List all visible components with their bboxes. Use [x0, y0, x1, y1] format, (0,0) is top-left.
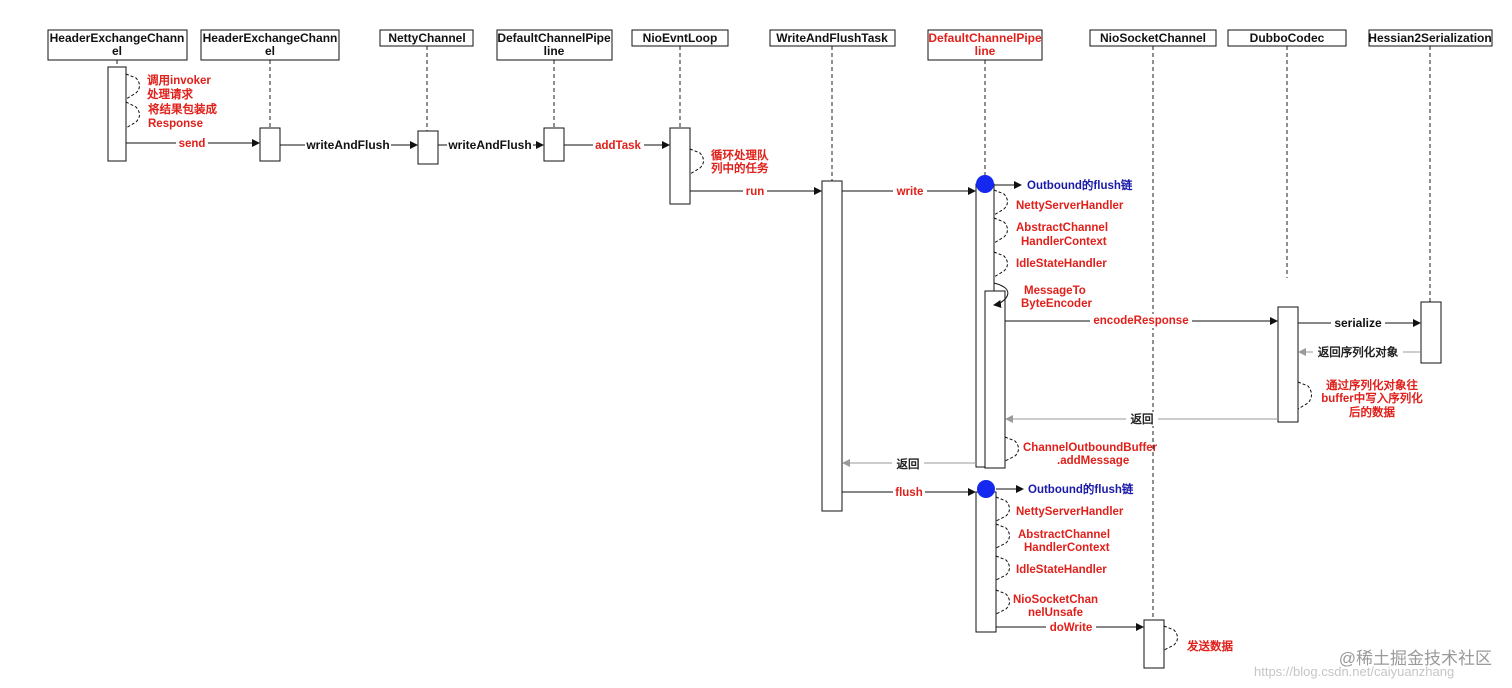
participant-label: el	[265, 44, 275, 58]
participant-headers: HeaderExchangeChann el HeaderExchangeCha…	[47, 29, 1493, 61]
lifelines	[116, 46, 1431, 620]
self-call-bracket	[125, 101, 140, 129]
activation-bar	[1277, 306, 1299, 423]
note-abstract-context-2: AbstractChannel	[1018, 529, 1110, 541]
activation-bar	[1420, 301, 1442, 364]
participant-label: NioSocketChannel	[1100, 31, 1206, 45]
activation-bar	[975, 491, 997, 633]
self-call-bracket	[1004, 436, 1019, 462]
note-abstract-context-1: AbstractChannel	[1016, 222, 1108, 234]
note-write-buffer: 后的数据	[1349, 405, 1395, 419]
participant-default-channel-pipeline-1: DefaultChannelPipe line	[496, 29, 613, 61]
label-write-and-flush-2: writeAndFlush	[447, 138, 531, 152]
label-return-serialized: 返回序列化对象	[1318, 345, 1399, 359]
participant-label: Hessian2Serialization	[1368, 31, 1491, 45]
participant-label: DefaultChannelPipe	[928, 31, 1042, 45]
note-invoke: 处理请求	[146, 87, 193, 101]
label-backgrounds	[176, 136, 1403, 634]
self-call-bracket	[1163, 625, 1178, 651]
self-call-bracket	[689, 148, 704, 175]
participant-dubbo-codec: DubboCodec	[1227, 29, 1347, 47]
participant-label: DubboCodec	[1250, 31, 1325, 45]
self-call-bracket	[995, 589, 1010, 615]
note-netty-server-handler-1: NettyServerHandler	[1016, 200, 1124, 212]
note-netty-server-handler-2: NettyServerHandler	[1016, 506, 1124, 518]
note-loop: 列中的任务	[711, 161, 769, 175]
note-wrap: Response	[148, 118, 203, 130]
participant-nio-socket-channel: NioSocketChannel	[1089, 29, 1217, 47]
note-send-data: 发送数据	[1186, 639, 1233, 653]
self-call-bracket	[995, 555, 1010, 581]
participant-netty-channel: NettyChannel	[379, 29, 474, 47]
activation-bar	[543, 127, 565, 162]
label-serialize: serialize	[1334, 316, 1382, 330]
activation-bar	[259, 127, 281, 162]
self-call-bracket	[995, 496, 1010, 522]
participant-default-channel-pipeline-2: DefaultChannelPipe line	[927, 29, 1043, 61]
label-add-task: addTask	[595, 140, 641, 152]
participant-hessian2-serialization: Hessian2Serialization	[1368, 29, 1493, 47]
activation-bar	[984, 290, 1006, 469]
participant-label: el	[112, 44, 122, 58]
participant-label: line	[544, 44, 565, 58]
self-call-bracket	[993, 217, 1008, 244]
activation-bar	[1143, 619, 1165, 669]
label-do-write: doWrite	[1050, 622, 1093, 634]
participant-header-exchange-channel-1: HeaderExchangeChann el	[47, 29, 188, 61]
label-write-and-flush-1: writeAndFlush	[305, 138, 389, 152]
note-write-buffer: buffer中写入序列化	[1321, 391, 1423, 405]
note-message-to-byte-encoder: MessageTo	[1024, 285, 1086, 297]
activation-bars	[107, 66, 1442, 669]
activation-bar	[669, 127, 691, 205]
participant-label: line	[975, 44, 996, 58]
label-run: run	[746, 186, 765, 198]
note-outbound-chain-2: Outbound的flush链	[1028, 482, 1134, 496]
watermark-url: https://blog.csdn.net/caiyuanzhang	[1254, 664, 1454, 679]
note-abstract-context-2: HandlerContext	[1024, 542, 1110, 554]
participant-label: NioEvntLoop	[643, 31, 718, 45]
note-nio-socket-channel-unsafe: nelUnsafe	[1028, 607, 1083, 619]
self-call-bracket	[993, 189, 1008, 216]
note-idle-state-handler-1: IdleStateHandler	[1016, 258, 1107, 270]
note-abstract-context-1: HandlerContext	[1021, 236, 1107, 248]
activation-bar	[107, 66, 127, 162]
message-arrows	[126, 139, 1421, 631]
self-call-bracket	[995, 523, 1010, 549]
note-write-buffer: 通过序列化对象往	[1326, 378, 1418, 392]
note-idle-state-handler-2: IdleStateHandler	[1016, 564, 1107, 576]
participant-label: NettyChannel	[388, 31, 465, 45]
label-return-1: 返回	[1131, 412, 1154, 426]
note-nio-socket-channel-unsafe: NioSocketChan	[1013, 594, 1098, 606]
label-return-2: 返回	[897, 457, 920, 471]
note-outbound-buffer: .addMessage	[1057, 455, 1129, 467]
outbound-marker	[977, 480, 995, 498]
note-wrap: 将结果包装成	[148, 102, 217, 116]
self-call-bracket	[1297, 381, 1312, 410]
label-encode-response: encodeResponse	[1093, 315, 1188, 327]
self-call-bracket	[125, 73, 140, 100]
participant-write-and-flush-task: WriteAndFlushTask	[769, 29, 896, 47]
participant-nio-event-loop: NioEvntLoop	[631, 29, 729, 47]
activation-bar	[821, 180, 843, 512]
label-send: send	[179, 138, 206, 150]
note-outbound-buffer: ChannelOutboundBuffer	[1023, 442, 1158, 454]
note-invoke: 调用invoker	[147, 73, 211, 87]
participant-label: DefaultChannelPipe	[497, 31, 611, 45]
note-loop: 循环处理队	[710, 148, 769, 162]
label-write: write	[896, 186, 924, 198]
note-outbound-chain-1: Outbound的flush链	[1027, 178, 1133, 192]
participant-header-exchange-channel-2: HeaderExchangeChann el	[200, 29, 340, 61]
participant-label: WriteAndFlushTask	[776, 31, 888, 45]
outbound-marker	[976, 175, 994, 193]
self-call-bracket	[993, 251, 1008, 278]
participant-label: HeaderExchangeChann	[203, 31, 338, 45]
label-flush: flush	[895, 487, 922, 499]
self-call-arrow-message-to-byte	[993, 282, 1009, 308]
watermark-brand: @稀土掘金技术社区	[1339, 649, 1492, 668]
activation-bar	[417, 130, 439, 165]
note-message-to-byte-encoder: ByteEncoder	[1021, 298, 1092, 310]
participant-label: HeaderExchangeChann	[50, 31, 185, 45]
self-call-brackets	[125, 73, 1312, 651]
